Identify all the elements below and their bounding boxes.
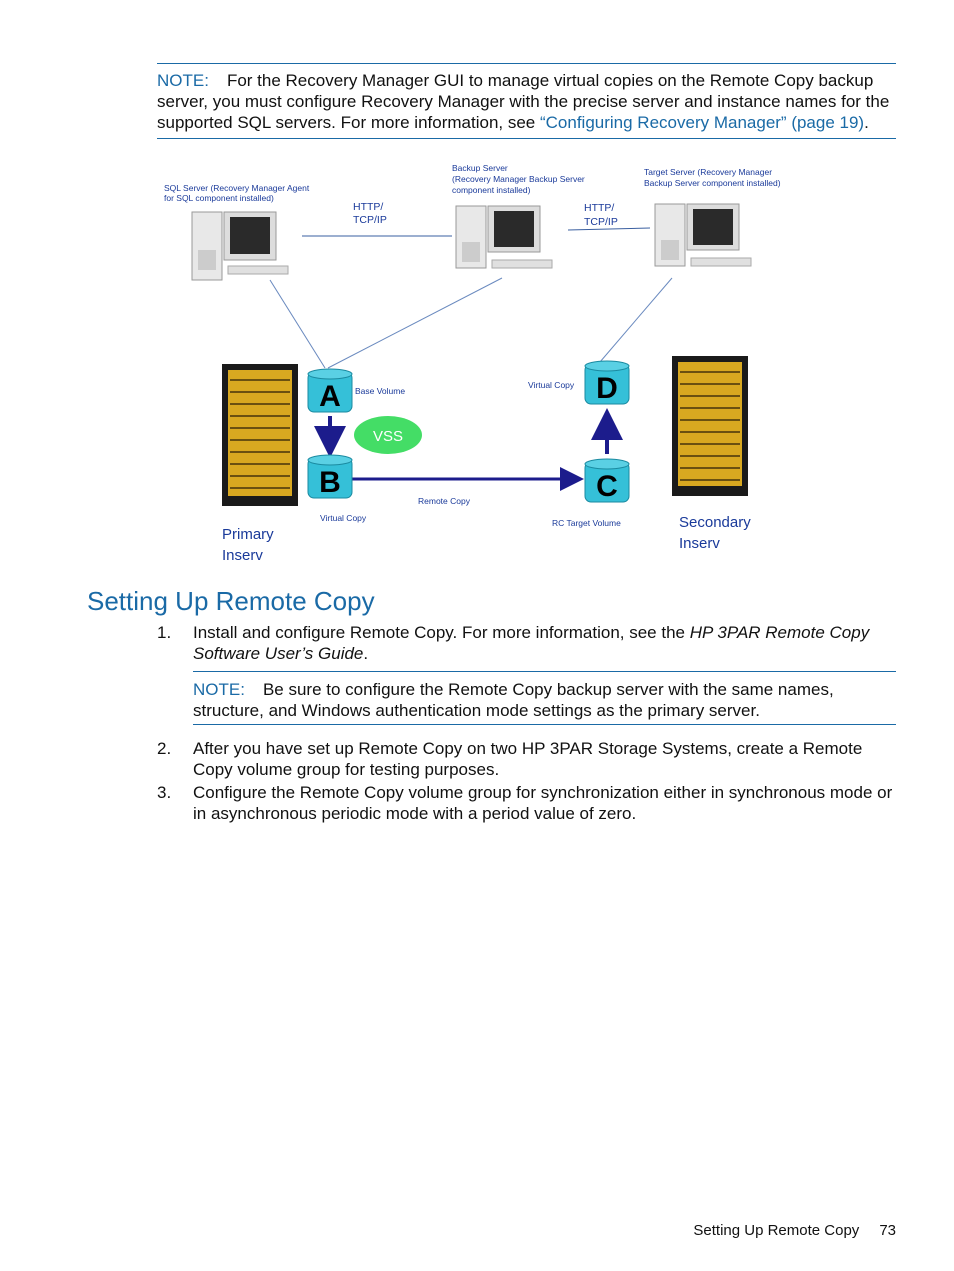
backup-server-label: Backup Server (Recovery Manager Backup S… (452, 163, 587, 195)
secondary-inserv-label: Secondary Inserv (679, 514, 755, 552)
note-box: NOTE:Be sure to configure the Remote Cop… (193, 671, 896, 725)
step-number: 2. (157, 739, 172, 758)
vss-badge: VSS (354, 416, 422, 454)
note-label: NOTE: (193, 680, 245, 699)
section-title: Setting Up Remote Copy (87, 586, 375, 616)
page-footer: Setting Up Remote Copy 73 (693, 1222, 896, 1239)
list-item: 3. Configure the Remote Copy volume grou… (157, 782, 897, 824)
volume-a-icon: A (307, 368, 353, 413)
http-label-1: HTTP/ TCP/IP (353, 201, 387, 226)
rc-target-volume-label: RC Target Volume (552, 518, 621, 528)
vss-label: VSS (373, 428, 403, 445)
step-text: After you have set up Remote Copy on two… (193, 739, 863, 779)
volume-a-letter: A (319, 380, 341, 413)
page-number: 73 (879, 1222, 896, 1239)
target-server-computer-icon (654, 203, 752, 267)
note-text: Be sure to configure the Remote Copy bac… (193, 680, 834, 720)
step-text: Configure the Remote Copy volume group f… (193, 783, 893, 823)
remote-copy-diagram: SQL Server (Recovery Manager Agent for S… (164, 163, 781, 564)
primary-inserv-label: Primary Inserv (222, 526, 278, 564)
backup-server-computer-icon (455, 205, 553, 269)
step-number: 3. (157, 783, 172, 802)
guide-title: HP 3PAR Remote Copy Software User’s Guid… (193, 623, 870, 663)
volume-b-icon: B (307, 454, 353, 499)
volume-c-letter: C (596, 470, 618, 503)
remote-copy-label: Remote Copy (418, 496, 471, 506)
list-item: 1. Install and configure Remote Copy. Fo… (157, 622, 897, 664)
virtual-copy-b-label: Virtual Copy (320, 513, 367, 523)
sql-server-label: SQL Server (Recovery Manager Agent for S… (164, 183, 312, 203)
volume-b-letter: B (319, 466, 341, 499)
volume-d-icon: D (584, 360, 630, 405)
sql-server-computer-icon (191, 211, 289, 281)
http-label-2: HTTP/ TCP/IP (584, 202, 618, 228)
note-text: For the Recovery Manager GUI to manage v… (157, 71, 890, 132)
volume-c-icon: C (584, 458, 630, 503)
configuring-recovery-manager-link[interactable]: “Configuring Recovery Manager” (page 19) (539, 113, 865, 132)
footer-title: Setting Up Remote Copy (693, 1222, 860, 1239)
secondary-inserv-rack-icon (672, 356, 748, 496)
note-end: . (864, 113, 869, 132)
primary-inserv-rack-icon (222, 364, 298, 506)
step-text: Install and configure Remote Copy. For m… (193, 623, 690, 642)
base-volume-label: Base Volume (355, 386, 405, 396)
note-box: NOTE:For the Recovery Manager GUI to man… (157, 63, 896, 139)
note-label: NOTE: (157, 71, 209, 90)
virtual-copy-d-label: Virtual Copy (528, 380, 575, 390)
step-end: . (363, 644, 369, 663)
list-item: 2. After you have set up Remote Copy on … (157, 738, 897, 780)
target-server-label: Target Server (Recovery Manager Backup S… (644, 167, 781, 188)
step-number: 1. (157, 623, 172, 642)
volume-d-letter: D (596, 372, 618, 405)
